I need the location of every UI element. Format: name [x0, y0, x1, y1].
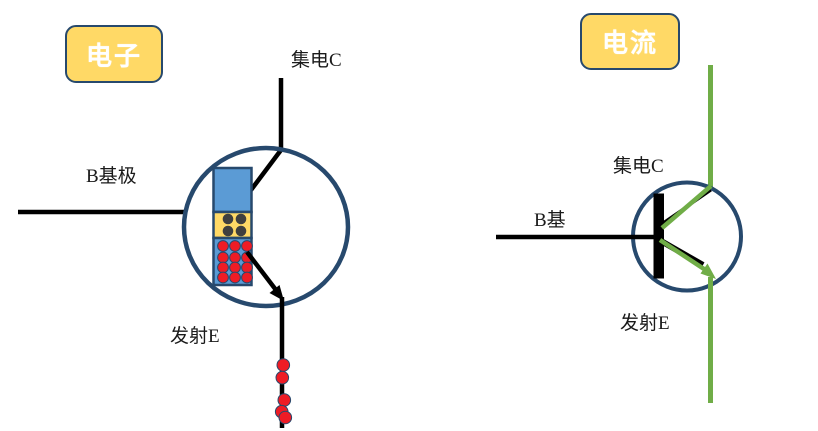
emitter-wire-electron-dots: [274, 358, 293, 425]
electron-flow-diagram: [18, 78, 351, 428]
left-transistor-circle: [181, 145, 351, 309]
left-collector-diagonal-wire: [249, 148, 283, 192]
left-base-label: B基极: [86, 166, 137, 187]
current-flow-diagram: [496, 65, 743, 403]
left-emitter-diagonal-wire: [245, 250, 278, 292]
electron-badge-label: 电子: [85, 40, 142, 71]
emitter-region-electron-dots: [217, 240, 253, 284]
right-collector-label: 集电C: [613, 156, 664, 177]
right-collector-green-diagonal: [660, 184, 713, 230]
left-collector-region-block: [212, 166, 253, 214]
right-emitter-green-arrowhead: [700, 263, 716, 279]
left-base-region-block: [212, 210, 253, 240]
left-collector-label: 集电C: [291, 50, 342, 71]
current-badge: 电流: [580, 13, 680, 70]
right-emitter-label: 发射E: [620, 313, 670, 334]
base-region-hole-dots: [222, 213, 247, 237]
left-emitter-label: 发射E: [170, 326, 220, 347]
current-badge-label: 电流: [601, 28, 658, 58]
electron-badge: 电子: [65, 25, 163, 83]
right-emitter-green-diagonal: [658, 238, 706, 271]
right-base-bar: [653, 193, 664, 279]
right-base-label: B基: [534, 210, 566, 231]
